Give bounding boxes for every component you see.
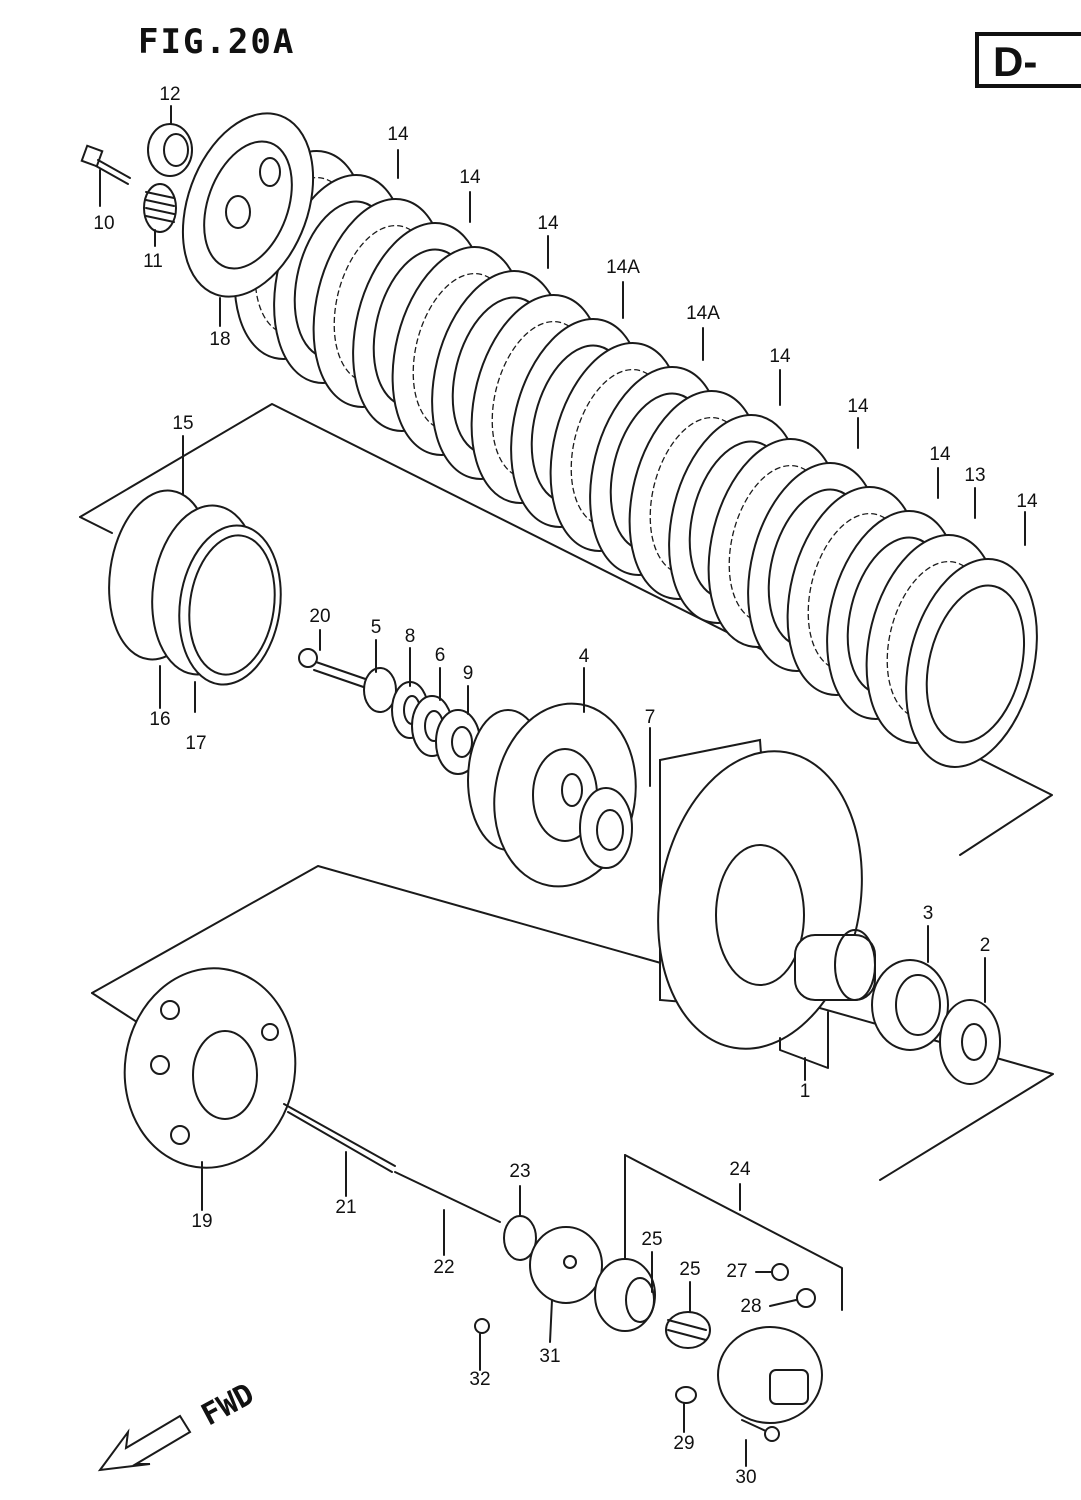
callout-31: 31 bbox=[539, 1346, 561, 1367]
callout-9: 9 bbox=[462, 663, 474, 684]
spring-11 bbox=[143, 183, 177, 233]
push-rod-21 bbox=[283, 1103, 396, 1173]
callout-14-6: 14 bbox=[929, 444, 951, 465]
callout-27: 27 bbox=[726, 1261, 748, 1282]
bolt-32 bbox=[474, 1318, 490, 1334]
group-boundary-24 bbox=[624, 1154, 843, 1311]
callout-14-3: 14 bbox=[537, 213, 559, 234]
needle-bearing-3 bbox=[871, 959, 949, 1051]
washer-2 bbox=[939, 999, 1001, 1085]
thrust-washer-7 bbox=[579, 787, 633, 869]
bolt-10 bbox=[80, 144, 131, 185]
fwd-arrow bbox=[97, 1414, 192, 1472]
spring-26 bbox=[665, 1311, 711, 1349]
callout-29: 29 bbox=[673, 1433, 695, 1454]
callout-13: 13 bbox=[964, 465, 986, 486]
callout-6: 6 bbox=[434, 645, 446, 666]
clutch-housing-1 bbox=[657, 738, 876, 1050]
callout-3: 3 bbox=[922, 903, 934, 924]
callout-20: 20 bbox=[309, 606, 331, 627]
section-label: D- bbox=[993, 38, 1038, 85]
pressure-plate bbox=[181, 112, 315, 298]
piston-25 bbox=[594, 1258, 656, 1332]
clutch-plate-stack bbox=[233, 150, 1038, 768]
callout-19: 19 bbox=[191, 1211, 213, 1232]
dowel-29 bbox=[675, 1386, 697, 1404]
callout-14-2: 14 bbox=[459, 167, 481, 188]
callout-10: 10 bbox=[93, 213, 115, 234]
callout-14A-2: 14A bbox=[686, 303, 720, 324]
callout-17: 17 bbox=[185, 733, 207, 754]
callout-14-5: 14 bbox=[847, 396, 869, 417]
callout-28: 28 bbox=[740, 1296, 762, 1317]
callout-14A-1: 14A bbox=[606, 257, 640, 278]
spacer-5 bbox=[363, 667, 397, 713]
figure-title: FIG.20A bbox=[138, 22, 296, 62]
cover-31 bbox=[529, 1226, 603, 1304]
callout-32: 32 bbox=[469, 1369, 491, 1390]
callout-2: 2 bbox=[979, 935, 991, 956]
callout-4: 4 bbox=[578, 646, 590, 667]
callout-15: 15 bbox=[172, 413, 194, 434]
callout-23: 23 bbox=[509, 1161, 531, 1182]
callout-18: 18 bbox=[209, 329, 231, 350]
callout-14-4: 14 bbox=[769, 346, 791, 367]
callout-12: 12 bbox=[159, 84, 181, 105]
clutch-plate bbox=[905, 558, 1038, 768]
callout-25-2: 25 bbox=[679, 1259, 701, 1280]
bleeder-27 bbox=[771, 1263, 789, 1281]
callout-16: 16 bbox=[149, 709, 171, 730]
callout-22: 22 bbox=[433, 1257, 455, 1278]
callout-30: 30 bbox=[735, 1467, 757, 1488]
push-rod-22 bbox=[394, 1171, 501, 1223]
clutch-hub-4 bbox=[467, 702, 637, 888]
callout-8: 8 bbox=[404, 626, 416, 647]
bearing-12 bbox=[147, 123, 193, 177]
group-boundary-upper bbox=[79, 403, 1053, 856]
callout-24: 24 bbox=[729, 1159, 751, 1180]
leader-lines bbox=[99, 105, 1026, 1467]
callout-14-7: 14 bbox=[1016, 491, 1038, 512]
sprocket-19 bbox=[123, 967, 297, 1169]
callout-5: 5 bbox=[370, 617, 382, 638]
callout-7: 7 bbox=[644, 707, 656, 728]
damper-ring-17 bbox=[178, 524, 282, 686]
slave-cylinder-body bbox=[717, 1326, 823, 1424]
callout-11: 11 bbox=[143, 251, 163, 272]
bolt-30 bbox=[741, 1419, 780, 1442]
cap-28 bbox=[796, 1288, 816, 1308]
clutch-plate-inner-edge bbox=[925, 584, 1026, 744]
callout-14-1: 14 bbox=[387, 124, 409, 145]
section-badge: D- bbox=[975, 32, 1081, 88]
callout-1: 1 bbox=[799, 1081, 811, 1102]
callout-25-1: 25 bbox=[641, 1229, 663, 1250]
callout-21: 21 bbox=[335, 1197, 357, 1218]
